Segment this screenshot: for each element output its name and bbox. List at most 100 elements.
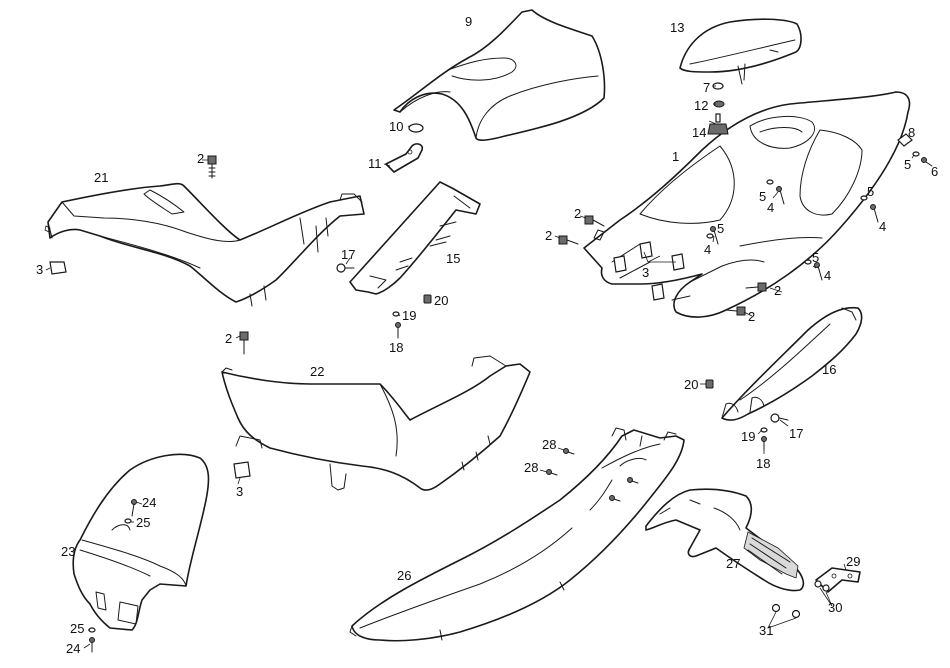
callout-2: 2 (545, 228, 552, 243)
callout-11: 11 (368, 156, 382, 171)
clip-3-f (233, 461, 251, 479)
screw-17-a (336, 263, 355, 273)
callout-5: 5 (867, 184, 874, 199)
nut-31-b (791, 609, 801, 619)
callout-2: 2 (774, 283, 781, 298)
part-13-pillion-seat (679, 18, 802, 85)
callout-24: 24 (66, 641, 80, 656)
screw-2-a (207, 155, 217, 179)
leader-lines (45, 85, 915, 649)
washer-19-a (392, 311, 400, 317)
part-21-side-panel (44, 182, 365, 307)
part-16-rear-side-cover (721, 306, 863, 421)
callout-31: 31 (759, 623, 773, 638)
nut-20-b (705, 379, 714, 389)
callout-5: 5 (812, 250, 819, 265)
callout-4: 4 (824, 268, 831, 283)
part-9-rider-seat (393, 9, 606, 141)
callout-5: 5 (904, 157, 911, 172)
callout-25: 25 (70, 621, 84, 636)
callout-23: 23 (61, 544, 75, 559)
callout-28: 28 (524, 460, 538, 475)
callout-27: 27 (726, 556, 740, 571)
screw-2-d (745, 282, 767, 292)
knob-14 (707, 113, 729, 135)
screw-4-a (776, 186, 785, 205)
part-15-mounting-bracket (349, 181, 481, 295)
part-22-lower-side-panel (221, 355, 531, 491)
clip-3-c (639, 241, 653, 259)
screw-4-d (814, 262, 823, 281)
callout-28: 28 (542, 437, 556, 452)
part-26-undertray (349, 427, 685, 642)
callout-17: 17 (789, 426, 803, 441)
screw-28-c (627, 477, 639, 484)
callout-6: 6 (931, 164, 938, 179)
callout-3: 3 (642, 265, 649, 280)
callout-8: 8 (908, 125, 915, 140)
callout-22: 22 (310, 364, 324, 379)
screw-2-e (725, 306, 746, 316)
callout-4: 4 (704, 242, 711, 257)
washer-5-d (804, 259, 812, 265)
callout-5: 5 (759, 189, 766, 204)
nut-31-a (771, 603, 781, 613)
clip-3-d (671, 253, 685, 271)
screw-4-c (870, 204, 879, 223)
screw-28-a (563, 448, 575, 455)
part-27-rear-fender (645, 488, 805, 592)
washer-5-a (766, 179, 774, 185)
screw-2-c (558, 235, 579, 245)
callout-19: 19 (402, 308, 416, 323)
callout-19: 19 (741, 429, 755, 444)
callout-15: 15 (446, 251, 460, 266)
callout-2: 2 (225, 331, 232, 346)
screw-24-a (131, 499, 137, 517)
callout-12: 12 (694, 98, 708, 113)
callout-14: 14 (692, 125, 706, 140)
callout-4: 4 (879, 219, 886, 234)
screw-2-f (239, 331, 249, 355)
washer-5-e (912, 151, 920, 157)
callout-10: 10 (389, 119, 403, 134)
callout-3: 3 (36, 262, 43, 277)
callout-20: 20 (434, 293, 448, 308)
clip-8 (897, 133, 913, 147)
nut-20-a (423, 294, 432, 304)
callout-4: 4 (767, 200, 774, 215)
screw-18-b (761, 436, 767, 451)
callout-1: 1 (672, 149, 679, 164)
clip-3-b (613, 255, 627, 273)
callout-26: 26 (397, 568, 411, 583)
screw-2-b (584, 215, 605, 227)
callout-24: 24 (142, 495, 156, 510)
hardware (49, 82, 933, 653)
part-1-rear-tail-frame (583, 91, 911, 318)
callout-13: 13 (670, 20, 684, 35)
callout-21: 21 (94, 170, 108, 185)
washer-19-b (760, 427, 768, 433)
callout-2: 2 (574, 206, 581, 221)
screw-18-a (395, 322, 401, 339)
clip-3-e (651, 283, 665, 301)
callout-20: 20 (684, 377, 698, 392)
part-23-inner-fender (72, 453, 210, 631)
callout-3: 3 (236, 484, 243, 499)
washer-5-c (860, 195, 868, 201)
callout-18: 18 (756, 456, 770, 471)
screw-28-d (609, 495, 621, 502)
callout-2: 2 (197, 151, 204, 166)
callout-18: 18 (389, 340, 403, 355)
washer-25-a (124, 518, 132, 524)
washer-5-b (706, 233, 714, 239)
screw-28-b (546, 469, 558, 476)
screw-17-b (770, 413, 789, 423)
part-30-spacers (814, 580, 830, 592)
callout-5: 5 (717, 221, 724, 236)
callout-labels: 1 2 2 2 2 2 2 3 3 3 4 4 4 4 5 5 5 5 5 6 … (36, 14, 938, 656)
callout-16: 16 (822, 362, 836, 377)
callout-30: 30 (828, 600, 842, 615)
washer-10 (408, 123, 424, 133)
screw-24-b (89, 637, 95, 653)
